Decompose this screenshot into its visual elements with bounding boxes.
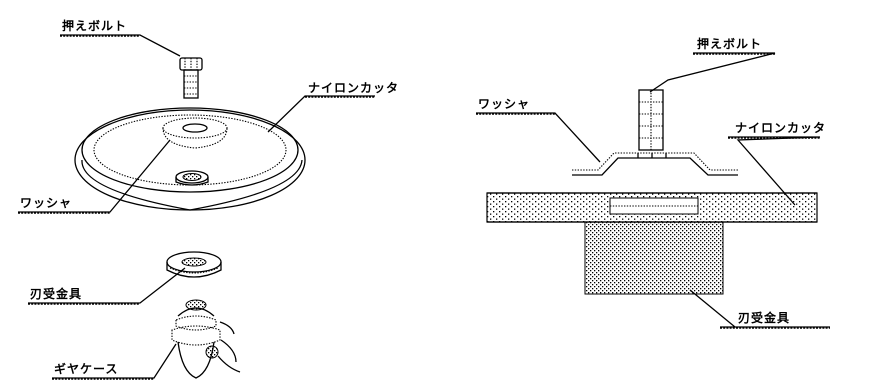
blade-fitting-part-right bbox=[584, 221, 724, 295]
label-blade-fitting-left: 刃受金具 bbox=[30, 286, 82, 301]
label-bolt-right: 押えボルト bbox=[697, 36, 762, 51]
leader-washer-right bbox=[476, 112, 601, 163]
label-nylon-cutter-right: ナイロンカッタ bbox=[735, 121, 826, 135]
nylon-cutter-plate-right bbox=[486, 192, 818, 223]
label-nylon-cutter-left: ナイロンカッタ bbox=[308, 81, 399, 95]
label-bolt-left: 押えボルト bbox=[62, 18, 127, 33]
leader-bolt-left bbox=[60, 34, 181, 57]
label-washer-right: ワッシャ bbox=[478, 97, 530, 111]
cross-section-view: 押えボルト ワッシャ ナイロンカッタ 刃受金具 bbox=[476, 36, 830, 329]
leader-blade-fitting-right bbox=[689, 289, 830, 328]
blade-fitting-part-left bbox=[166, 251, 222, 278]
gear-case-part bbox=[171, 299, 241, 379]
washer-part-left bbox=[162, 117, 228, 149]
leader-washer-left bbox=[18, 139, 171, 213]
label-gear-case: ギヤケース bbox=[54, 361, 118, 376]
exploded-view: 押えボルト ナイロンカッタ ワッシャ 刃受金具 ギヤケース bbox=[18, 18, 399, 380]
label-washer-left: ワッシャ bbox=[20, 196, 72, 210]
leader-gear-case bbox=[52, 343, 177, 379]
leader-nylon-right bbox=[728, 136, 821, 206]
bolt-part-left bbox=[179, 57, 203, 99]
nylon-cutter-part-left bbox=[74, 107, 306, 211]
label-blade-fitting-right: 刃受金具 bbox=[738, 310, 790, 325]
leader-bolt-right bbox=[649, 52, 776, 93]
leader-blade-fitting-left bbox=[28, 267, 186, 304]
leader-nylon-left bbox=[267, 95, 375, 133]
washer-part-right bbox=[572, 152, 738, 176]
bolt-part-right bbox=[638, 89, 664, 151]
